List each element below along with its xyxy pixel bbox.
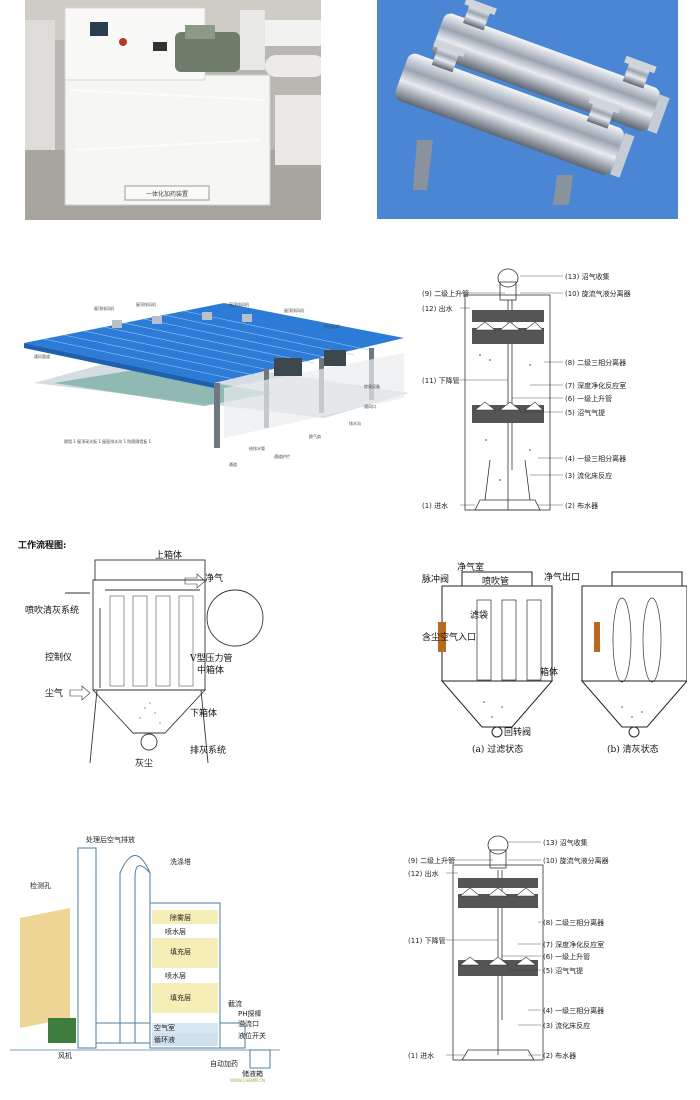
scrubber-label: 喷水层: [165, 927, 186, 936]
workshop-label: 通风管道: [34, 353, 50, 359]
bag-filter-label: 滤袋: [470, 609, 488, 621]
scrubber-label: 填充层: [170, 947, 191, 956]
flow-label: 中箱体: [197, 664, 224, 676]
reactor-callout: (12) 出水: [408, 869, 439, 878]
workshop-label: 通风口: [364, 403, 376, 409]
workshop-label: 除臭设备: [364, 383, 380, 389]
scrubber-label: 液位开关: [238, 1031, 266, 1040]
scrubber-label: 截流: [228, 999, 242, 1008]
workshop-label: 屋顶排风机: [136, 301, 156, 307]
workshop-label: 屋顶排风机: [229, 301, 249, 307]
scrubber-label: 处理后空气排放: [86, 835, 135, 844]
bag-filter-label: 含尘空气入口: [422, 631, 476, 643]
ic-reactor-diagram-bottom: (13) 沼气收集 (9) 二级上升管 (10) 旋流气液分离器 (12) 出水…: [408, 830, 693, 1065]
workshop-label: 负压风机: [324, 323, 340, 329]
bag-filter-label: 净气室: [457, 562, 484, 573]
scrubber-label: 检测孔: [30, 881, 51, 890]
dosing-device-photo: 一体化加药装置: [25, 0, 321, 220]
reactor-callout: (9) 二级上升管: [408, 856, 455, 865]
scrubber-label: 风机: [58, 1051, 72, 1060]
ic-reactor-diagram-top: (13) 沼气收集 (9) 二级上升管 (10) 旋流气液分离器 (12) 出水…: [420, 260, 690, 520]
reactor-callout: (12) 出水: [422, 304, 453, 313]
workshop-label: 换气扇: [309, 433, 321, 439]
bag-filter-caption: (b) 清灰状态: [607, 743, 659, 755]
nameplate-text: 一体化加药装置: [146, 190, 188, 198]
reactor-callout: (10) 旋流气液分离器: [565, 289, 631, 298]
scrubber-label: 喷水层: [165, 971, 186, 980]
workshop-label: 屋顶排风机: [94, 305, 114, 311]
scrubber-watermark: WWW.CHEMM.CN: [230, 1078, 265, 1083]
reactor-callout: (10) 旋流气液分离器: [543, 856, 609, 865]
bag-filter-label: 脉冲阀: [422, 573, 449, 585]
reactor-callout: (6) 一级上升管: [543, 952, 590, 961]
bag-filter-diagram: 净气室 脉冲阀 喷吹管 净气出口 滤袋 含尘空气入口 箱体 回转阀 (a) 过滤…: [422, 562, 687, 762]
reactor-callout: (5) 沼气气提: [543, 966, 583, 975]
reactor-callout: (4) 一级三相分离器: [543, 1006, 604, 1015]
scrubber-label: 储液箱: [242, 1069, 263, 1078]
reactor-callout: (9) 二级上升管: [422, 289, 469, 298]
reactor-callout: (7) 深度净化反应室: [565, 381, 626, 390]
flow-label: 尘气: [45, 687, 63, 699]
flow-label: 排灰系统: [190, 744, 226, 756]
workshop-label: 屋顶排风机: [284, 307, 304, 313]
scrubber-tower-diagram: 处理后空气排放 检测孔 洗涤塔 除雾层 喷水层 填充层 填充层 喷水层 空气室 …: [10, 828, 280, 1083]
flow-label: 下箱体: [190, 707, 217, 719]
flow-label: 净气: [205, 572, 223, 584]
reactor-callout: (1) 进水: [408, 1051, 434, 1060]
reactor-callout: (3) 流化床反应: [565, 471, 612, 480]
scrubber-label: PH探棒: [238, 1009, 262, 1018]
reactor-callout: (2) 布水器: [543, 1051, 576, 1060]
scrubber-label: 填充层: [170, 993, 191, 1002]
reactor-callout: (8) 二级三相分离器: [543, 918, 604, 927]
bag-filter-label: 回转阀: [504, 726, 531, 738]
bag-filter-label: 喷吹管: [482, 575, 509, 587]
flow-label: 喷吹清灰系统: [25, 604, 79, 616]
scrubber-label: 循环液: [154, 1035, 175, 1044]
flow-label: 上箱体: [155, 549, 182, 561]
reactor-callout: (6) 一级上升管: [565, 394, 612, 403]
reactor-callout: (5) 沼气气提: [565, 408, 605, 417]
reactor-callout: (13) 沼气收集: [565, 272, 610, 281]
workshop-label: 通道: [229, 461, 237, 467]
scrubber-label: 除雾层: [170, 913, 191, 922]
scrubber-label: 空气室: [154, 1023, 175, 1032]
reactor-callout: (8) 二级三相分离器: [565, 358, 626, 367]
flow-heading: 工作流程图:: [18, 541, 67, 551]
workshop-label: 隔墙 1 屋顶采光板 1 屋面排水沟 1 防腐隔墙板 1: [64, 438, 152, 444]
reactor-callout: (3) 流化床反应: [543, 1021, 590, 1030]
dust-collector-flow-diagram: 上箱体 净气 喷吹清灰系统 V型压力管 中箱体 控制仪 尘气 下箱体 排灰系统 …: [25, 548, 285, 770]
flow-label: 控制仪: [45, 651, 72, 663]
scrubber-label: 自动加药: [210, 1059, 238, 1068]
reactor-callout: (11) 下降管: [408, 936, 446, 945]
reactor-callout: (13) 沼气收集: [543, 838, 588, 847]
bag-filter-label: 净气出口: [544, 571, 580, 583]
scrubber-label: 溢流口: [238, 1019, 259, 1028]
reactor-callout: (4) 一级三相分离器: [565, 454, 626, 463]
scrubber-label: 洗涤塔: [170, 857, 191, 866]
workshop-label: 排水沟: [349, 420, 361, 426]
bag-filter-label: 箱体: [540, 666, 558, 678]
workshop-label: 给排水管: [249, 445, 265, 451]
workshop-label: 通道护栏: [274, 453, 290, 459]
workshop-rendering: 屋顶排风机 屋顶排风机 屋顶排风机 屋顶排风机 负压风机 除臭设备 通风口 排水…: [24, 298, 409, 475]
reactor-callout: (11) 下降管: [422, 376, 460, 385]
reactor-callout: (7) 深度净化反应室: [543, 940, 604, 949]
reactor-callout: (1) 进水: [422, 501, 448, 510]
flow-label: 灰尘: [135, 757, 153, 769]
reactor-callout: (2) 布水器: [565, 501, 598, 510]
uv-sterilizer-photo: [377, 0, 678, 219]
bag-filter-caption: (a) 过滤状态: [472, 743, 523, 755]
flow-label: V型压力管: [189, 652, 233, 664]
